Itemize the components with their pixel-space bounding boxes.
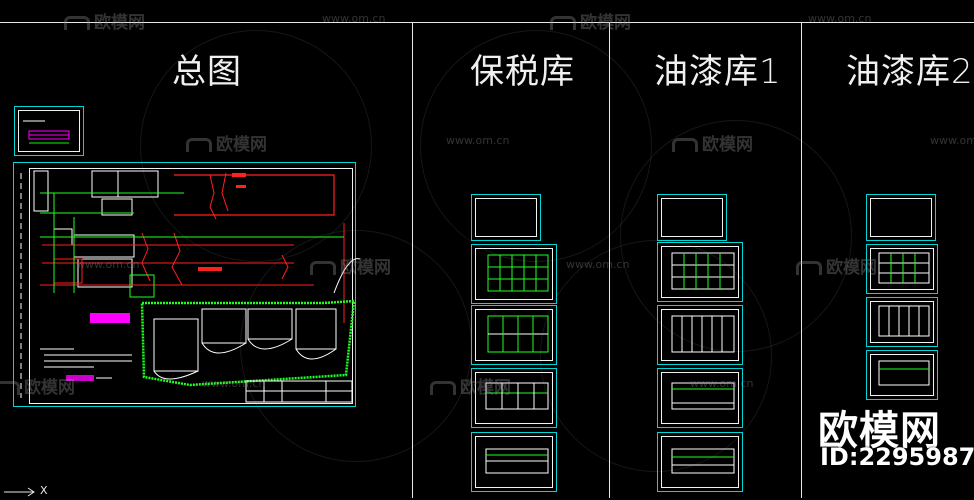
watermark: 欧模网 bbox=[310, 253, 391, 278]
watermark-url: www.om.cn bbox=[76, 258, 140, 271]
sheet-frame bbox=[661, 309, 739, 361]
column-title-paint1: 油漆库1 bbox=[654, 52, 782, 92]
column-divider bbox=[412, 22, 413, 498]
site-plan-drawing bbox=[20, 170, 361, 403]
paint2-floor-plan-sheet[interactable] bbox=[866, 244, 938, 294]
paint1-floor-plan-sheet[interactable] bbox=[657, 242, 743, 302]
paint1-elevation-drawing bbox=[671, 382, 735, 410]
watermark: 欧模网 bbox=[0, 373, 75, 398]
sheet-frame bbox=[29, 168, 353, 404]
watermark: 欧模网 bbox=[430, 373, 511, 398]
bonded-floor-plan-sheet[interactable] bbox=[471, 244, 557, 304]
watermark-text: 欧模网 bbox=[580, 13, 631, 33]
paint2-roof-plan-grid bbox=[878, 305, 930, 337]
watermark-text: 欧模网 bbox=[340, 258, 391, 278]
watermark-logo-icon bbox=[430, 381, 456, 395]
bonded-elevation-drawing bbox=[485, 382, 549, 410]
sheet-frame bbox=[661, 372, 739, 424]
bonded-floor-plan-grid bbox=[487, 254, 549, 292]
bonded-roof-plan-grid bbox=[487, 315, 549, 353]
watermark-logo-icon bbox=[0, 381, 20, 395]
watermark-text: 欧模网 bbox=[94, 13, 145, 33]
sheet-frame bbox=[475, 198, 537, 237]
watermark-text: 欧模网 bbox=[702, 135, 753, 155]
watermark: 欧模网 bbox=[796, 253, 877, 278]
paint2-roof-plan-sheet[interactable] bbox=[866, 297, 938, 347]
ucs-axis-label: X bbox=[40, 484, 48, 497]
bonded-section-drawing bbox=[485, 448, 549, 474]
sheet-frame bbox=[661, 436, 739, 488]
sheet-frame bbox=[870, 354, 934, 396]
sheet-frame bbox=[475, 436, 553, 488]
column-title-paint2: 油漆库2 bbox=[846, 52, 974, 92]
watermark-url: www.om.cn bbox=[930, 134, 974, 147]
watermark-url: www.om.cn bbox=[446, 134, 510, 147]
watermark-ring bbox=[540, 240, 772, 472]
watermark-logo-icon bbox=[310, 261, 336, 275]
sheet-frame bbox=[870, 248, 934, 290]
watermark: 欧模网 bbox=[186, 130, 267, 155]
paint2-elevation-drawing bbox=[878, 360, 930, 386]
watermark-ring bbox=[140, 30, 372, 262]
watermark-url: www.om.cn bbox=[690, 377, 754, 390]
paint1-roof-plan-sheet[interactable] bbox=[657, 305, 743, 365]
watermark-url: www.om.cn bbox=[566, 258, 630, 271]
sheet-frame bbox=[870, 301, 934, 343]
watermark-logo-icon bbox=[796, 261, 822, 275]
watermark-text: 欧模网 bbox=[216, 135, 267, 155]
watermark-logo-icon bbox=[672, 138, 698, 152]
bonded-elevation-sheet[interactable] bbox=[471, 368, 557, 428]
watermark-logo-icon bbox=[64, 16, 90, 30]
sheet-frame bbox=[870, 198, 932, 237]
top-border-line bbox=[0, 22, 974, 23]
paint1-roof-plan-grid bbox=[671, 315, 735, 353]
paint1-section-drawing bbox=[671, 448, 735, 474]
column-divider bbox=[801, 22, 802, 498]
column-title-bonded: 保税库 bbox=[470, 52, 575, 92]
watermark-text: 欧模网 bbox=[24, 378, 75, 398]
site-plan-cover-sheet[interactable] bbox=[14, 106, 84, 156]
ucs-axis-icon bbox=[4, 487, 35, 497]
column-divider bbox=[609, 22, 610, 498]
sheet-frame bbox=[661, 246, 739, 298]
site-plan-sheet[interactable] bbox=[13, 162, 361, 407]
bonded-section-sheet[interactable] bbox=[471, 432, 557, 492]
sheet-frame bbox=[475, 309, 553, 361]
sheet-frame bbox=[475, 372, 553, 424]
watermark: 欧模网 bbox=[64, 8, 145, 33]
column-title-general: 总图 bbox=[172, 52, 242, 92]
watermark-logo-icon bbox=[550, 16, 576, 30]
brand-id: ID:2295987 bbox=[820, 443, 974, 471]
paint2-floor-plan-grid bbox=[878, 252, 930, 284]
watermark-text: 欧模网 bbox=[460, 378, 511, 398]
bonded-cover-sheet[interactable] bbox=[471, 194, 541, 241]
paint2-elevation-sheet[interactable] bbox=[866, 350, 938, 400]
cover-sheet-graphic bbox=[23, 120, 70, 144]
paint1-section-sheet[interactable] bbox=[657, 432, 743, 492]
watermark-url: www.om.cn bbox=[202, 377, 266, 390]
paint1-elevation-sheet[interactable] bbox=[657, 368, 743, 428]
watermark-text: 欧模网 bbox=[826, 258, 877, 278]
watermark: 欧模网 bbox=[550, 8, 631, 33]
brand-name: 欧模网 bbox=[818, 408, 941, 454]
watermark-url: www.om.cn bbox=[808, 12, 872, 25]
sheet-frame bbox=[475, 248, 553, 300]
sheet-frame bbox=[18, 110, 80, 152]
paint1-floor-plan-grid bbox=[671, 252, 735, 290]
watermark-url: www.om.cn bbox=[322, 12, 386, 25]
sheet-frame bbox=[661, 198, 723, 237]
bonded-roof-plan-sheet[interactable] bbox=[471, 305, 557, 365]
watermark: 欧模网 bbox=[672, 130, 753, 155]
watermark-logo-icon bbox=[186, 138, 212, 152]
paint2-cover-sheet[interactable] bbox=[866, 194, 936, 241]
paint1-cover-sheet[interactable] bbox=[657, 194, 727, 241]
